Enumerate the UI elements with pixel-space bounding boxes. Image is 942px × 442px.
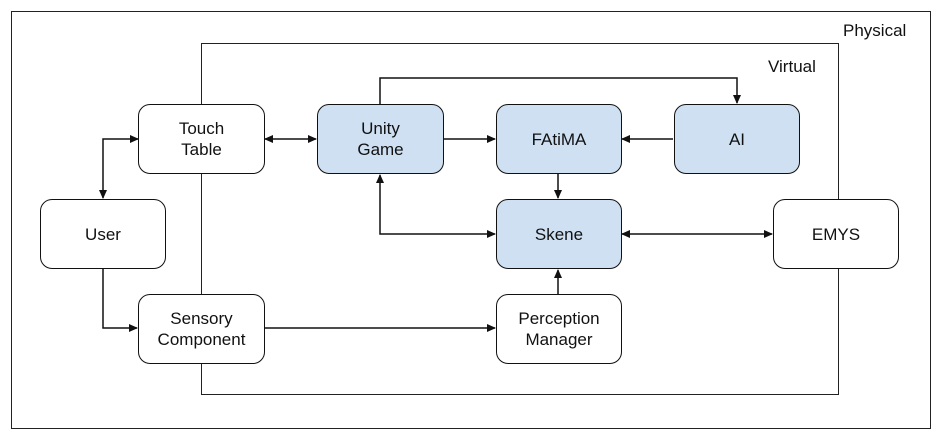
fatima-node: FAtiMA xyxy=(496,104,622,174)
skene-node: Skene xyxy=(496,199,622,269)
virtual-region-label: Virtual xyxy=(768,57,816,76)
sensory-component-node: Sensory Component xyxy=(138,294,265,364)
touch-table-node: Touch Table xyxy=(138,104,265,174)
perception-manager-node: Perception Manager xyxy=(496,294,622,364)
physical-region xyxy=(11,11,931,429)
physical-region-label: Physical xyxy=(843,21,907,40)
emys-node: EMYS xyxy=(773,199,899,269)
user-node: User xyxy=(40,199,166,269)
unity-game-node: Unity Game xyxy=(317,104,444,174)
ai-node: AI xyxy=(674,104,800,174)
